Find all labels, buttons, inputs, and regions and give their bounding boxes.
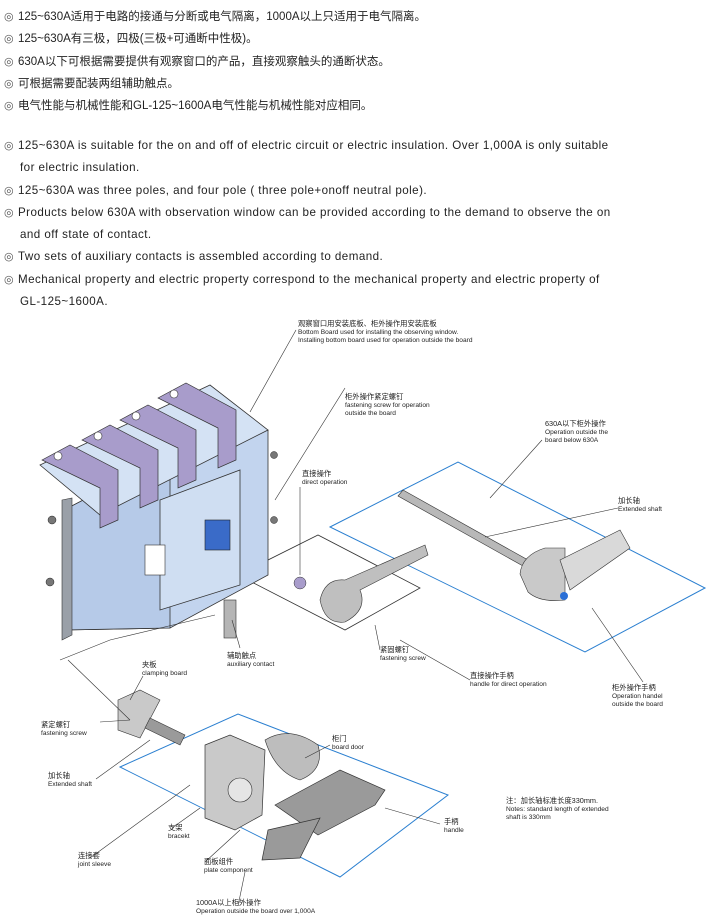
- label-fastening-screw-left-zh: 紧定螺钉: [41, 720, 71, 729]
- bullet-mark: ◎: [4, 55, 14, 68]
- label-extended-shaft-left-en: Extended shaft: [48, 781, 92, 788]
- intro-en-text: for electric insulation.: [20, 161, 140, 175]
- label-joint-sleeve-zh: 连接套: [78, 851, 101, 860]
- label-bottom-board-zh: 观察窗口用安装底板、柜外操作用安装底板: [298, 319, 437, 328]
- intro-en-text: GL-125~1600A.: [20, 295, 109, 309]
- label-direct-operation-zh: 直接操作: [302, 469, 332, 478]
- intro-zh: ◎ 125~630A适用于电路的接通与分断或电气隔离，1000A以上只适用于电气隔…: [4, 6, 704, 117]
- intro-en-text: Mechanical property and electric propert…: [18, 272, 600, 286]
- bullet-mark: ◎: [4, 11, 14, 23]
- label-handle-direct-en: handle for direct operation: [470, 681, 547, 688]
- intro-en-text: Products below 630A with observation win…: [18, 205, 611, 219]
- label-joint-sleeve-en: joint sleeve: [77, 861, 111, 868]
- intro-en-cont: GL-125~1600A.: [4, 291, 704, 313]
- label-fastening-screw-mid-zh: 紧固螺钉: [380, 645, 410, 654]
- label-fastening-screw-outside-en2: outside the board: [345, 410, 396, 417]
- label-note-en2: shaft is 330mm: [506, 814, 551, 821]
- bullet-mark: ◎: [4, 100, 14, 113]
- auxiliary-contact-part: [223, 599, 237, 639]
- label-auxiliary-contact-en: auxiliary contact: [227, 661, 274, 668]
- label-operation-outside-1000-zh: 1000A以上柜外操作: [196, 898, 262, 907]
- label-clamping-board-zh: 夹板: [142, 660, 157, 669]
- label-extended-shaft-left-zh: 加长轴: [48, 771, 70, 780]
- bracket-assembly: [204, 733, 386, 861]
- intro-en-item: ◎Mechanical property and electric proper…: [4, 269, 704, 291]
- bullet-mark: ◎: [4, 33, 14, 46]
- label-auxiliary-contact-zh: 辅助触点: [227, 651, 256, 660]
- label-handle-outside-en2: outside the board: [612, 701, 663, 708]
- label-handle-en: handle: [444, 827, 464, 834]
- intro-zh-text: 125~630A适用于电路的接通与分断或电气隔离，1000A以上只适用于电气隔离…: [18, 11, 427, 23]
- label-fastening-screw-left-en: fastening screw: [41, 730, 87, 737]
- intro-zh-item: ◎ 630A以下可根据需要提供有观察窗口的产品，直接观察触头的通断状态。: [4, 51, 704, 73]
- intro-zh-text: 电气性能与机械性能和GL-125~1600A电气性能与机械性能对应相同。: [18, 100, 373, 113]
- bullet-mark: ◎: [4, 273, 15, 286]
- direct-handle: [293, 544, 429, 623]
- label-note-en1: Notes: standard length of extended: [506, 806, 609, 813]
- intro-en-text: Two sets of auxiliary contacts is assemb…: [18, 250, 384, 264]
- bullet-mark: ◎: [4, 206, 15, 219]
- intro-zh-text: 630A以下可根据需要提供有观察窗口的产品，直接观察触头的通断状态。: [18, 55, 390, 68]
- intro-zh-item: ◎ 125~630A适用于电路的接通与分断或电气隔离，1000A以上只适用于电气隔…: [4, 6, 704, 28]
- intro-en-text: 125~630A is suitable for the on and off …: [18, 139, 609, 152]
- label-clamping-board-en: clamping board: [142, 670, 187, 677]
- intro-en-item: ◎125~630A is suitable for the on and off…: [4, 135, 704, 157]
- label-plate-component-zh: 面板组件: [204, 857, 233, 866]
- label-extended-shaft-top-zh: 加长轴: [618, 496, 640, 505]
- intro-en-item: ◎Products below 630A with observation wi…: [4, 202, 704, 224]
- label-bottom-board-en2: Installing bottom board used for operati…: [298, 337, 473, 344]
- label-handle-zh: 手柄: [444, 817, 459, 826]
- label-board-door-en: board door: [332, 744, 365, 751]
- intro-en-item: ◎125~630A was three poles, and four pole…: [4, 180, 704, 202]
- label-note-zh: 注：加长轴标准长度330mm.: [506, 796, 598, 805]
- label-handle-direct-zh: 直接操作手柄: [470, 671, 514, 680]
- clamping-board-part: [117, 689, 186, 746]
- label-handle-outside-en1: Operation handel: [612, 693, 663, 700]
- label-fastening-screw-mid-en: fastening screw: [380, 655, 426, 662]
- intro-en-item: ◎Two sets of auxiliary contacts is assem…: [4, 246, 704, 268]
- bullet-mark: ◎: [4, 251, 15, 264]
- label-bracket-en: bracekt: [168, 833, 190, 840]
- label-bottom-board-en1: Bottom Board used for installing the obs…: [298, 329, 458, 336]
- label-handle-outside-zh: 柜外操作手柄: [612, 683, 656, 692]
- label-bracket-zh: 支架: [168, 823, 183, 832]
- intro-en-cont: and off state of contact.: [4, 224, 704, 246]
- bullet-mark: ◎: [4, 140, 15, 152]
- label-operation-outside-630-en2: board below 630A: [545, 437, 599, 444]
- intro-zh-text: 125~630A有三极，四极(三极+可通断中性极)。: [18, 33, 258, 46]
- terminal-bars: [41, 382, 237, 529]
- intro-zh-text: 可根据需要配装两组辅助触点。: [18, 77, 179, 90]
- label-direct-operation-en: direct operation: [302, 479, 348, 486]
- leader-lines: [59, 329, 644, 907]
- label-board-door-zh: 柜门: [332, 734, 347, 743]
- intro-en-text: 125~630A was three poles, and four pole …: [18, 183, 428, 197]
- label-plate-component-en: plate component: [204, 867, 253, 874]
- region-outside-630: [328, 461, 707, 653]
- intro-zh-item: ◎ 125~630A有三极，四极(三极+可通断中性极)。: [4, 28, 704, 50]
- intro-zh-item: ◎ 可根据需要配装两组辅助触点。: [4, 73, 704, 95]
- intro-en-cont: for electric insulation.: [4, 157, 704, 179]
- region-direct-operation: [237, 534, 421, 631]
- label-operation-outside-630-en1: Operation outside the: [545, 429, 608, 436]
- intro-zh-item: ◎ 电气性能与机械性能和GL-125~1600A电气性能与机械性能对应相同。: [4, 95, 704, 117]
- intro-en-text: and off state of contact.: [20, 228, 152, 242]
- outside-handle-630: [519, 529, 631, 601]
- intro-en: ◎125~630A is suitable for the on and off…: [4, 135, 704, 313]
- bullet-mark: ◎: [4, 184, 15, 197]
- label-operation-outside-630-zh: 630A以下柜外操作: [545, 419, 607, 428]
- label-fastening-screw-outside-en1: fastening screw for operation: [345, 402, 430, 409]
- label-extended-shaft-top-en: Extended shaft: [618, 506, 662, 513]
- label-fastening-screw-outside-zh: 柜外操作紧定螺钉: [345, 392, 404, 401]
- label-operation-outside-1000-en: Operation outside the board over 1,000A: [196, 908, 316, 915]
- bullet-mark: ◎: [4, 77, 14, 90]
